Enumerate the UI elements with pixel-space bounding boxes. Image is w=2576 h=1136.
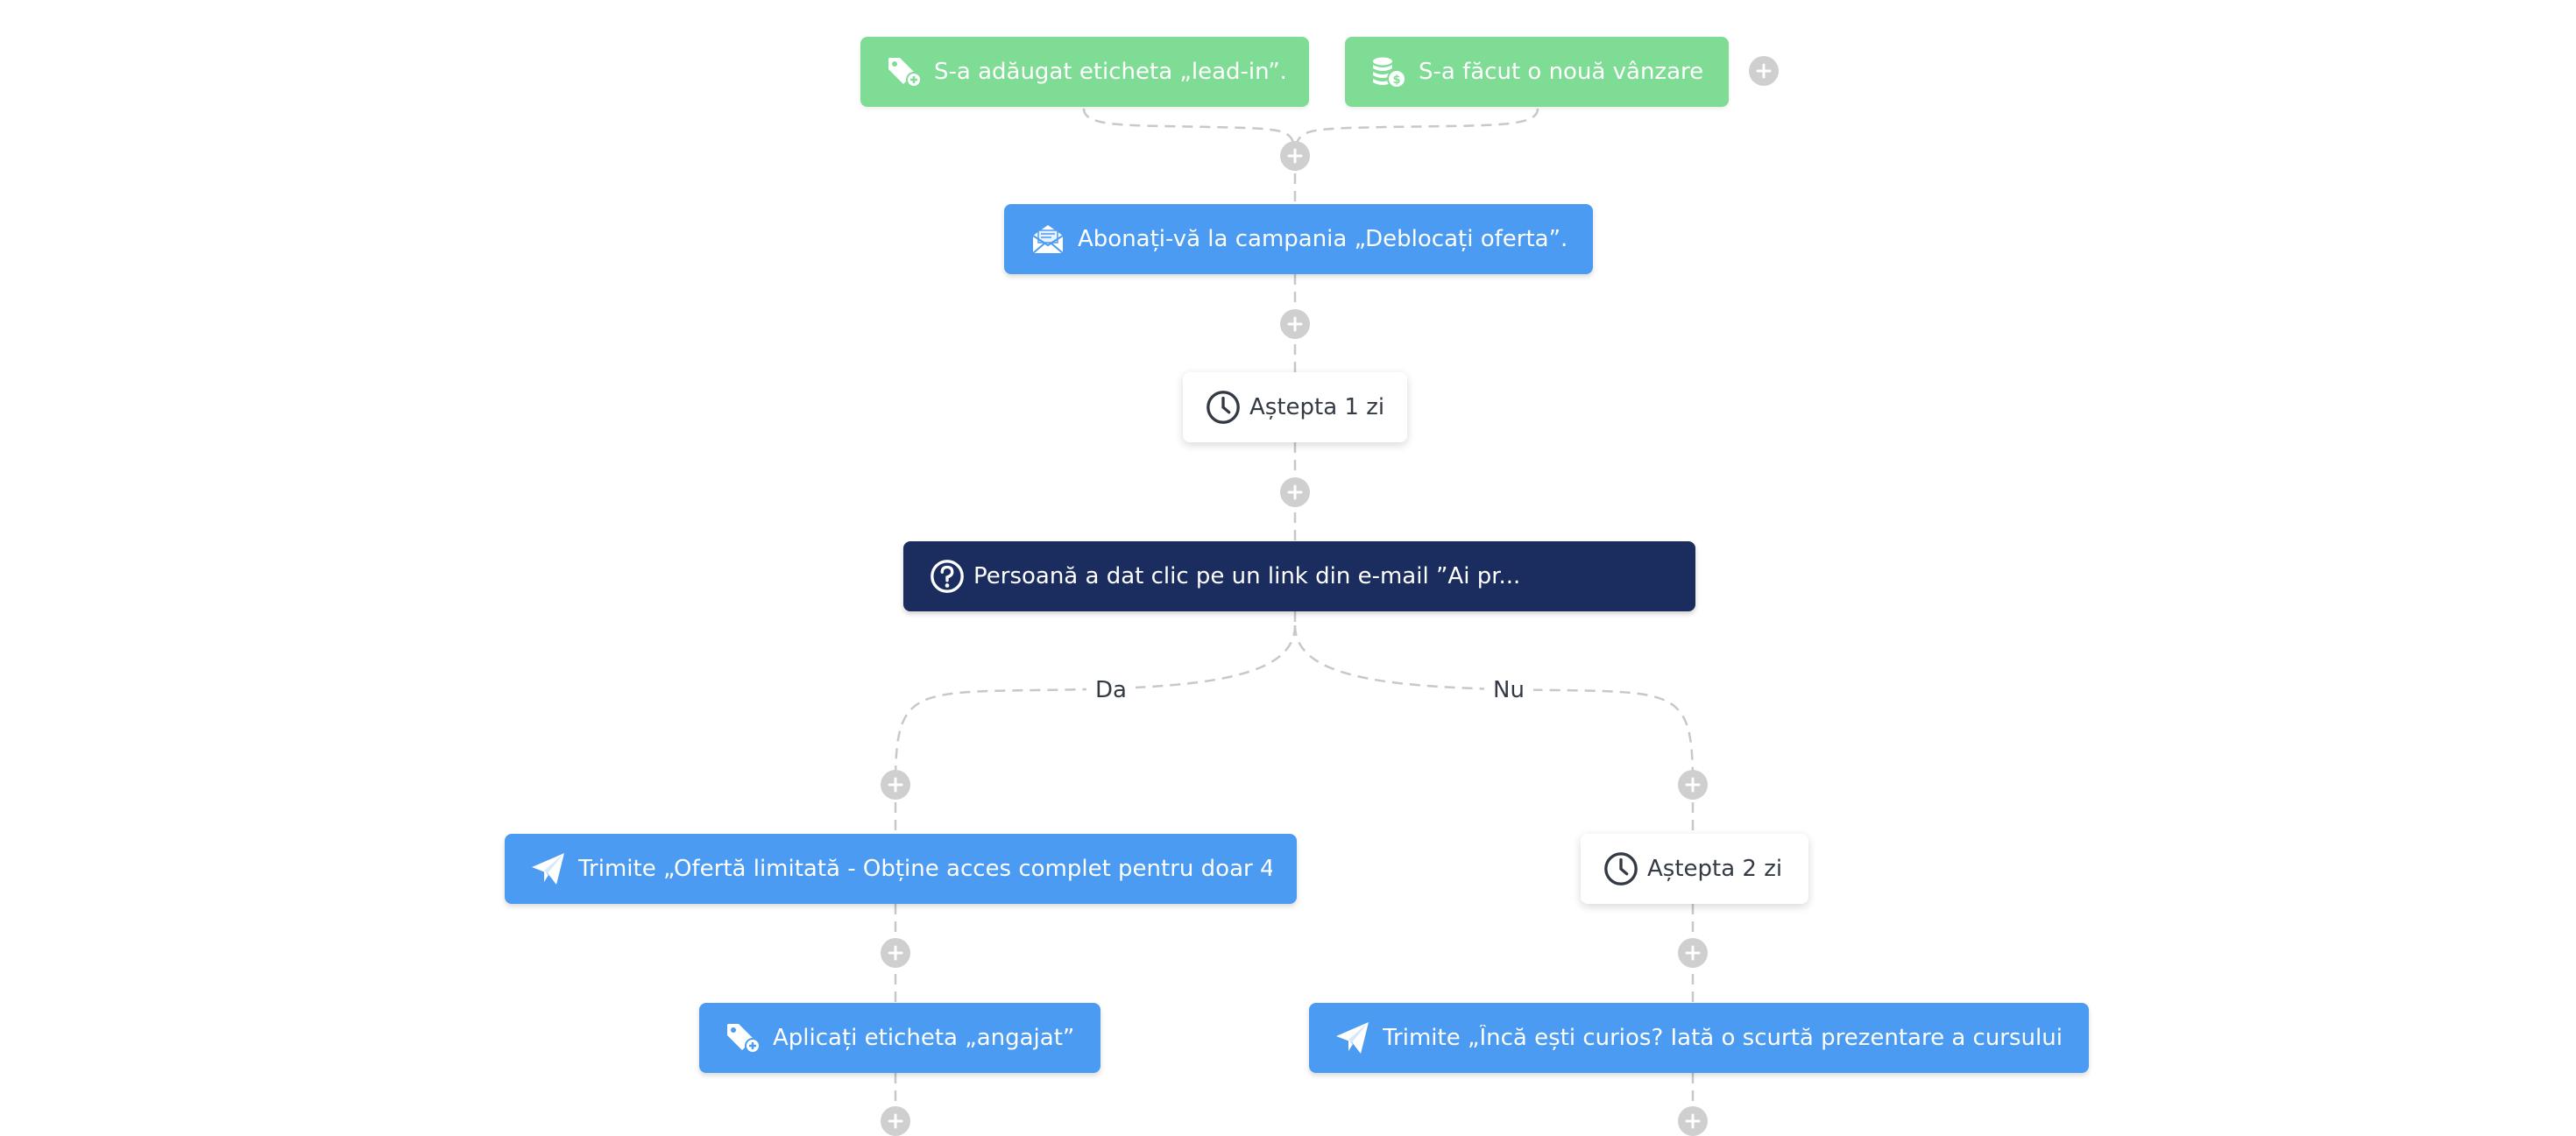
branch-label-no: Nu bbox=[1484, 674, 1533, 706]
add-step-button-after-subscribe[interactable] bbox=[1280, 309, 1310, 339]
wait-1-day-label: Aștepta 1 zi bbox=[1249, 394, 1385, 420]
connector-yes-branch bbox=[894, 624, 1297, 786]
paper-plane-icon bbox=[529, 850, 568, 888]
wait-1-day[interactable]: Aștepta 1 zi bbox=[1183, 372, 1407, 442]
plus-icon bbox=[1287, 148, 1303, 164]
question-circle-icon bbox=[928, 557, 966, 596]
condition-clicked-link[interactable]: Persoană a dat clic pe un link din e-mai… bbox=[903, 541, 1695, 611]
add-step-button-after-triggers[interactable] bbox=[1280, 141, 1310, 171]
trigger-new-sale-label: S-a făcut o nouă vânzare bbox=[1419, 59, 1704, 85]
trigger-tag-added-label: S-a adăugat eticheta „lead-in”. bbox=[934, 59, 1284, 85]
action-send-course-overview[interactable]: Trimite „Încă ești curios? Iată o scurtă… bbox=[1309, 1003, 2089, 1073]
wait-2-days[interactable]: Aștepta 2 zi bbox=[1581, 834, 1808, 904]
plus-icon bbox=[1685, 1113, 1701, 1129]
action-apply-tag-engaged-label: Aplicați eticheta „angajat”. bbox=[773, 1025, 1076, 1051]
svg-text:$: $ bbox=[1392, 74, 1400, 87]
action-subscribe-campaign-label: Abonați-vă la campania „Deblocați oferta… bbox=[1078, 226, 1568, 252]
connector-trigger1-merge bbox=[1082, 108, 1297, 157]
add-step-button-after-yes-send[interactable] bbox=[881, 938, 910, 968]
add-step-button-after-yes-tag[interactable] bbox=[881, 1106, 910, 1136]
add-step-button-no-branch[interactable] bbox=[1678, 770, 1708, 800]
action-send-limited-offer-label: Trimite „Ofertă limitată - Obține acces … bbox=[578, 856, 1272, 882]
plus-icon bbox=[1287, 316, 1303, 332]
trigger-tag-added[interactable]: S-a adăugat eticheta „lead-in”. bbox=[860, 37, 1309, 107]
plus-icon bbox=[1685, 777, 1701, 793]
wait-2-days-label: Aștepta 2 zi bbox=[1647, 856, 1783, 882]
add-step-button-after-no-wait[interactable] bbox=[1678, 938, 1708, 968]
connector-trigger2-merge bbox=[1293, 108, 1539, 157]
plus-icon bbox=[1685, 945, 1701, 961]
trigger-new-sale[interactable]: $ S-a făcut o nouă vânzare bbox=[1345, 37, 1729, 107]
add-step-button-after-no-send[interactable] bbox=[1678, 1106, 1708, 1136]
coins-dollar-icon: $ bbox=[1369, 53, 1408, 91]
branch-label-yes: Da bbox=[1086, 674, 1136, 706]
plus-icon bbox=[1756, 63, 1772, 79]
connector-no-branch bbox=[1293, 624, 1695, 786]
plus-icon bbox=[1287, 484, 1303, 500]
paper-plane-icon bbox=[1334, 1019, 1372, 1057]
add-trigger-button[interactable] bbox=[1749, 56, 1779, 86]
condition-clicked-link-label: Persoană a dat clic pe un link din e-mai… bbox=[973, 563, 1521, 589]
email-open-icon bbox=[1029, 220, 1067, 258]
clock-icon bbox=[1602, 850, 1640, 888]
add-step-button-after-wait1[interactable] bbox=[1280, 477, 1310, 507]
action-apply-tag-engaged[interactable]: Aplicați eticheta „angajat”. bbox=[699, 1003, 1100, 1073]
plus-icon bbox=[888, 1113, 903, 1129]
action-send-course-overview-label: Trimite „Încă ești curios? Iată o scurtă… bbox=[1383, 1025, 2064, 1051]
action-send-limited-offer[interactable]: Trimite „Ofertă limitată - Obține acces … bbox=[505, 834, 1297, 904]
add-step-button-yes-branch[interactable] bbox=[881, 770, 910, 800]
tag-add-icon bbox=[724, 1019, 762, 1057]
action-subscribe-campaign[interactable]: Abonați-vă la campania „Deblocați oferta… bbox=[1004, 204, 1593, 274]
clock-icon bbox=[1204, 388, 1242, 427]
plus-icon bbox=[888, 777, 903, 793]
plus-icon bbox=[888, 945, 903, 961]
tag-add-icon bbox=[885, 53, 924, 91]
